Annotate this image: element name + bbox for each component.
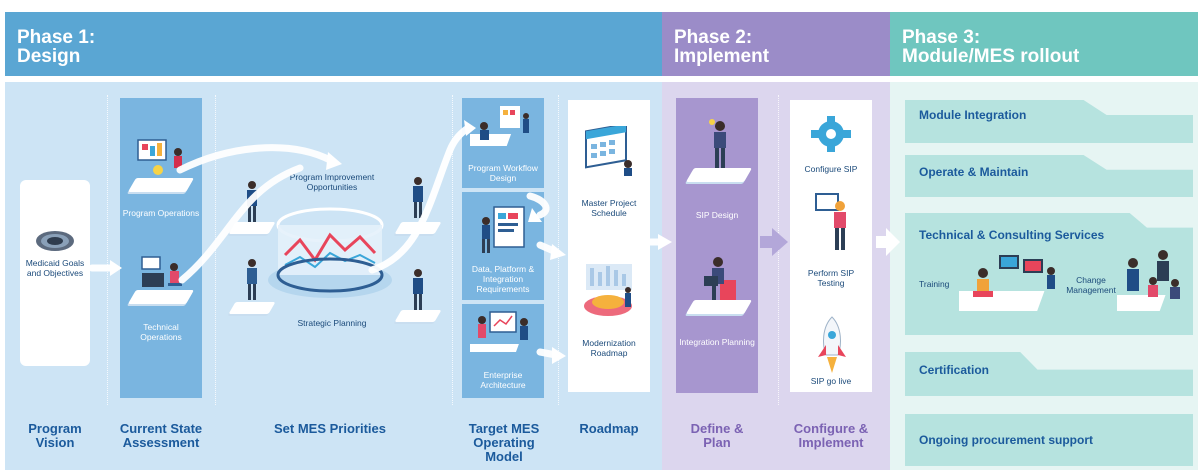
- person-icon: [413, 177, 423, 218]
- globe-icon: [36, 231, 74, 251]
- operate-maintain-label: Operate & Maintain: [919, 165, 1029, 179]
- phase1-title-line1: Phase 1:: [17, 27, 96, 48]
- procurement-label: Ongoing procurement support: [919, 433, 1093, 447]
- program-improvement-label: Program Improvement Opportunities: [289, 172, 375, 192]
- target-mes-divider: [462, 300, 544, 304]
- modernization-roadmap-label: Modernization Roadmap: [582, 338, 636, 358]
- vision-card-label: Medicaid Goals and Objectives: [25, 258, 85, 278]
- procurement-row: Ongoing procurement support: [905, 414, 1193, 466]
- target-mes-divider: [462, 188, 544, 192]
- change-scene-icon: [1117, 250, 1180, 311]
- separator: [107, 95, 108, 405]
- rocket-icon: [818, 316, 846, 373]
- column-label-configure-implement: Configure & Implement: [793, 421, 869, 450]
- phase2-title-line1: Phase 2:: [674, 27, 753, 48]
- presentation-icon: [137, 139, 182, 175]
- workflow-design-icon: [470, 106, 529, 146]
- configure-card: Configure SIP Perform SIP Testing SIP go…: [790, 100, 872, 392]
- column-label-program-vision: Program Vision: [28, 421, 82, 450]
- column-label-roadmap: Roadmap: [579, 421, 639, 436]
- data-platform-label: Data, Platform & Integration Requirement…: [471, 264, 535, 294]
- person-icon: [413, 269, 423, 310]
- tech-consulting-row: Technical & Consulting Services Training…: [905, 213, 1193, 335]
- column-label-target-mes: Target MES Operating Model: [468, 421, 540, 464]
- integration-planning-label: Integration Planning: [679, 337, 755, 347]
- integration-planning-icon: [704, 257, 736, 300]
- modernization-icon: [584, 264, 632, 316]
- tech-consulting-label: Technical & Consulting Services: [919, 228, 1105, 242]
- phase3-title-line2: Module/MES rollout: [902, 46, 1080, 67]
- sip-design-label: SIP Design: [695, 210, 739, 220]
- go-live-label: SIP go live: [810, 376, 852, 386]
- gear-icon: [811, 116, 851, 152]
- calendar-icon: [585, 126, 632, 176]
- strategic-planning-label: Strategic Planning: [297, 318, 367, 328]
- program-operations-label: Program Operations: [122, 208, 200, 218]
- column-label-set-mes: Set MES Priorities: [274, 421, 386, 436]
- technical-operations-label: Technical Operations: [140, 322, 182, 342]
- strategy-ring-icon: [268, 207, 392, 298]
- phase3-title-line1: Phase 3:: [902, 27, 981, 48]
- sip-design-icon: [709, 119, 726, 168]
- enterprise-arch-icon: [470, 311, 528, 352]
- perform-testing-label: Perform SIP Testing: [807, 268, 855, 288]
- enterprise-arch-label: Enterprise Architecture: [480, 370, 526, 390]
- separator: [452, 95, 453, 405]
- column-label-current-state: Current State Assessment: [119, 421, 203, 450]
- phase2-title-line2: Implement: [674, 46, 770, 67]
- training-scene-icon: [959, 255, 1055, 311]
- roadmap-card: Master Project Schedule Modernization Ro…: [568, 100, 650, 392]
- module-integration-label: Module Integration: [919, 108, 1027, 122]
- person-icon: [247, 259, 257, 300]
- certification-label: Certification: [919, 363, 990, 377]
- technical-desk-icon: [141, 256, 182, 287]
- training-label: Training: [919, 279, 950, 289]
- master-schedule-label: Master Project Schedule: [581, 198, 637, 218]
- configure-sip-label: Configure SIP: [804, 164, 858, 174]
- phase1-header: Phase 1: Design: [5, 12, 662, 76]
- change-management-label: Change Management: [1066, 275, 1116, 295]
- vision-card: Medicaid Goals and Objectives: [20, 180, 90, 366]
- workflow-design-label: Program Workflow Design: [468, 163, 538, 183]
- phase3-header: Phase 3: Module/MES rollout: [890, 12, 1198, 76]
- testing-person-icon: [815, 193, 846, 250]
- data-platform-icon: [482, 206, 525, 253]
- phase2-header: Phase 2: Implement: [662, 12, 890, 76]
- column-label-define-plan: Define & Plan: [690, 421, 744, 450]
- phase1-title-line2: Design: [17, 46, 81, 67]
